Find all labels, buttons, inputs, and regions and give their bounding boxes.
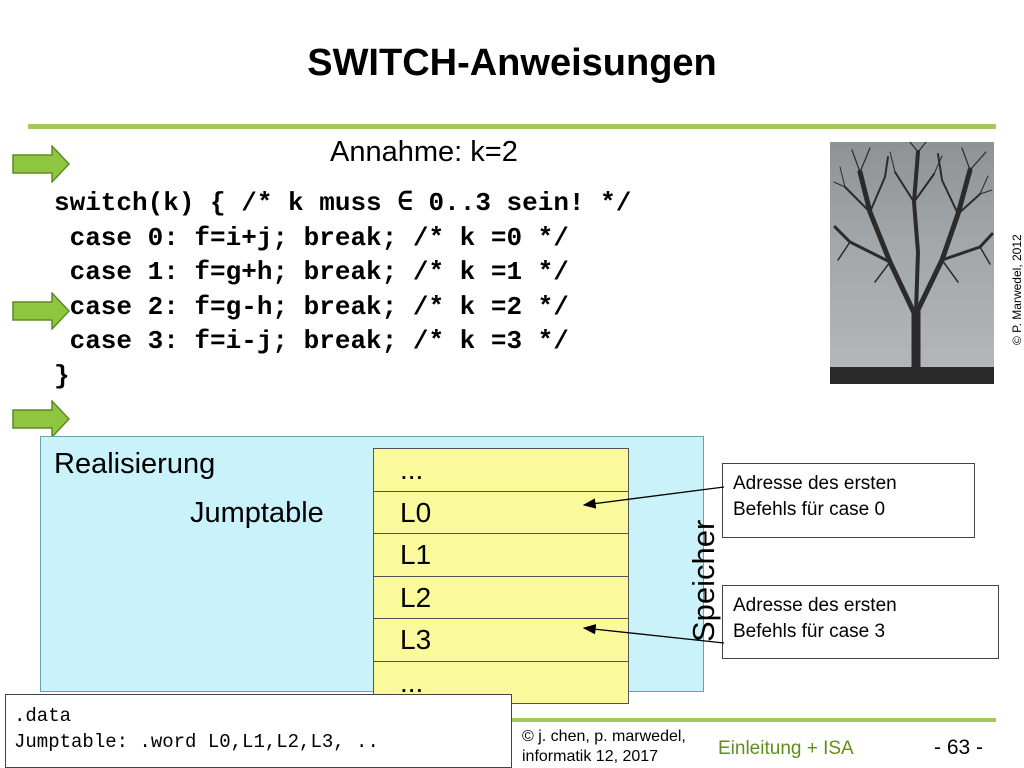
code-line: case 1: f=g+h; break; /* k =1 */ bbox=[54, 257, 569, 288]
switch-code-block: switch(k) { /* k muss ∈ 0..3 sein! */ ca… bbox=[54, 186, 631, 394]
footer-credit: © j. chen, p. marwedel, informatik 12, 2… bbox=[522, 727, 686, 767]
code-line: case 2: f=g-h; break; /* k =2 */ bbox=[54, 291, 569, 322]
footer-divider bbox=[512, 718, 996, 722]
code-line: case 3: f=i-j; break; /* k =3 */ bbox=[54, 326, 569, 357]
tree-silhouette-icon bbox=[830, 142, 994, 384]
code-line: switch(k) { /* k muss ∈ 0..3 sein! */ bbox=[54, 188, 632, 218]
title-divider bbox=[28, 124, 996, 129]
footer-course: Einleitung + ISA bbox=[718, 738, 854, 759]
memory-cell: L2 bbox=[374, 576, 628, 619]
memory-cell: L1 bbox=[374, 534, 628, 577]
note-line: Adresse des ersten bbox=[733, 595, 897, 616]
note-line: Adresse des ersten bbox=[733, 473, 897, 494]
memory-table: ... L0 L1 L2 L3 ... bbox=[373, 448, 629, 704]
realization-label: Realisierung bbox=[54, 448, 216, 480]
footer-credit-line: © j. chen, p. marwedel, bbox=[522, 728, 686, 745]
data-line: Jumptable: .word L0,L1,L2,L3, .. bbox=[14, 731, 379, 753]
tree-photo bbox=[830, 142, 994, 384]
slide-title: SWITCH-Anweisungen bbox=[307, 42, 717, 84]
note-address-case-3: Adresse des ersten Befehls für case 3 bbox=[722, 585, 999, 659]
pointer-arrow-icon bbox=[12, 400, 70, 438]
connector-arrow-case-3 bbox=[582, 624, 725, 644]
connector-arrow-case-0 bbox=[582, 486, 725, 509]
pointer-arrow-icon bbox=[12, 292, 70, 330]
pointer-arrow-icon bbox=[12, 145, 70, 183]
note-line: Befehls für case 0 bbox=[733, 499, 886, 520]
assumption-text: Annahme: k=2 bbox=[330, 136, 518, 168]
data-section-box: .data Jumptable: .word L0,L1,L2,L3, .. bbox=[5, 694, 512, 768]
code-line: } bbox=[54, 360, 70, 391]
note-line: Befehls für case 3 bbox=[733, 621, 886, 642]
note-address-case-0: Adresse des ersten Befehls für case 0 bbox=[722, 463, 975, 538]
code-line: case 0: f=i+j; break; /* k =0 */ bbox=[54, 222, 569, 253]
page-number: - 63 - bbox=[934, 736, 984, 759]
jumptable-label: Jumptable bbox=[190, 497, 324, 529]
data-line: .data bbox=[14, 705, 72, 727]
footer-credit-line: informatik 12, 2017 bbox=[522, 748, 659, 765]
memory-cell: ... bbox=[374, 449, 628, 492]
